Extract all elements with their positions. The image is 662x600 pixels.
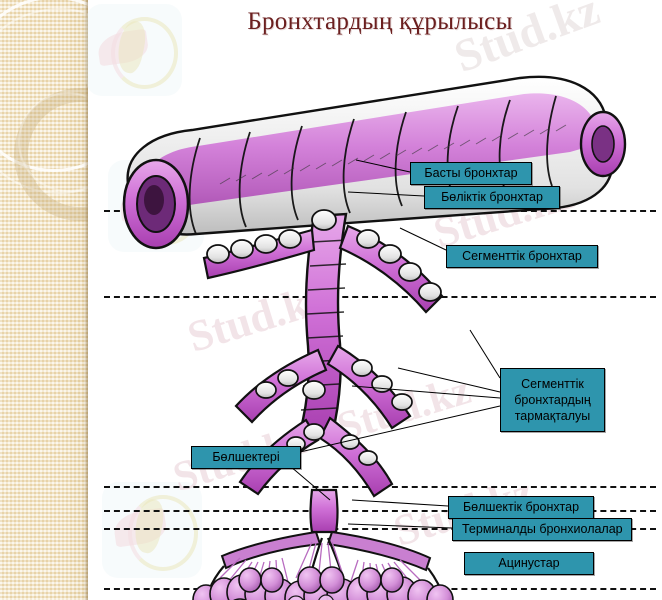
- label-line-3: тармақталуы: [514, 409, 591, 423]
- sidebar-edge-shadow: [84, 0, 88, 600]
- divider-dashed-5: [104, 528, 656, 530]
- label-line-1: Сегменттік: [521, 377, 584, 391]
- label-segmenttik-tarmaqtaluy[interactable]: Сегменттік бронхтардың тармақталуы: [500, 368, 605, 432]
- label-segmenttik-bronhtar[interactable]: Сегменттік бронхтар: [446, 245, 598, 268]
- label-bolshekteri[interactable]: Бөлшектері: [191, 446, 301, 469]
- label-bolshektik-bronhtar[interactable]: Бөлшектік бронхтар: [448, 496, 594, 519]
- decorative-sidebar: [0, 0, 88, 600]
- label-line-2: бронхтардың: [514, 393, 591, 407]
- page-title: Бронхтардың құрылысы: [247, 8, 513, 35]
- label-terminaldy-bronhiolalar[interactable]: Терминалды бронхиолалар: [452, 518, 632, 541]
- label-boliktik-bronhtar[interactable]: Бөліктік бронхтар: [424, 186, 560, 209]
- label-basty-bronhtar[interactable]: Басты бронхтар: [410, 162, 532, 185]
- divider-dashed-4: [104, 510, 656, 512]
- divider-dashed-2: [104, 296, 656, 298]
- label-atsinustar[interactable]: Ацинустар: [464, 552, 594, 575]
